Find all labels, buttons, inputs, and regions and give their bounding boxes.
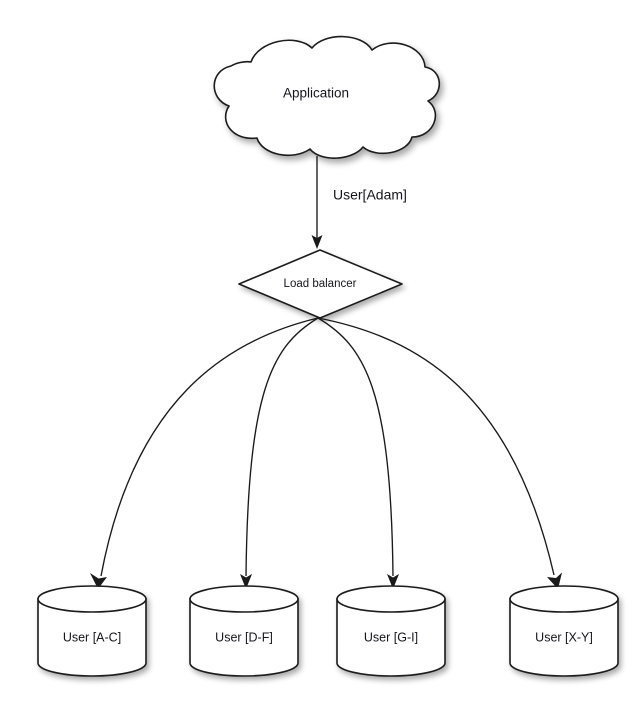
edge-to-shard-4-line (317, 317, 555, 576)
cylinder-1-body (37, 598, 147, 677)
cylinder-1-body-group (37, 585, 147, 677)
arrow-head-balancer (311, 235, 323, 249)
arrow-head-shard-2 (240, 574, 252, 589)
cylinder-4-top (509, 585, 619, 613)
application-label: Application (283, 86, 349, 101)
shard-1-label: User [A-C] (63, 630, 121, 644)
cylinder-3-body-group (336, 585, 446, 677)
arrow-head-shard-4 (547, 572, 562, 589)
node-application[interactable]: Application (213, 35, 441, 159)
edge-to-shard-4 (317, 317, 562, 589)
node-shard-1[interactable]: User [A-C] (37, 585, 147, 677)
node-shard-4[interactable]: User [X-Y] (509, 585, 619, 677)
edges-balancer-to-shards (90, 317, 562, 589)
shard-2-label: User [D-F] (215, 630, 273, 644)
cloud-shape (213, 35, 441, 159)
cylinder-2-body-group (189, 585, 299, 677)
arrow-head-shard-3 (387, 574, 399, 589)
edge-to-shard-2 (240, 317, 319, 589)
cylinder-2-top (189, 585, 299, 613)
cylinder-1-top (37, 585, 147, 613)
node-shard-2[interactable]: User [D-F] (189, 585, 299, 677)
cylinder-2-body (189, 598, 299, 677)
edge-to-shard-3-line (317, 317, 394, 577)
cylinder-4-body (509, 598, 619, 677)
edge-to-shard-1-line (100, 317, 319, 577)
node-shard-3[interactable]: User [G-I] (336, 585, 446, 677)
edge-to-shard-2-line (245, 317, 319, 577)
edge-to-shard-1 (90, 317, 319, 589)
shard-4-label: User [X-Y] (535, 630, 593, 644)
cylinder-3-top (336, 585, 446, 613)
edge-to-shard-3 (317, 317, 399, 589)
edge-app-to-balancer: User[Adam] (311, 156, 407, 249)
edge-label-user-adam: User[Adam] (333, 187, 407, 203)
shard-3-label: User [G-I] (364, 630, 418, 644)
arrow-head-shard-1 (90, 573, 107, 589)
cylinder-3-body (336, 598, 446, 677)
cylinder-4-body-group (509, 585, 619, 677)
load-balancer-label: Load balancer (284, 278, 357, 290)
node-load-balancer[interactable]: Load balancer (238, 249, 403, 319)
